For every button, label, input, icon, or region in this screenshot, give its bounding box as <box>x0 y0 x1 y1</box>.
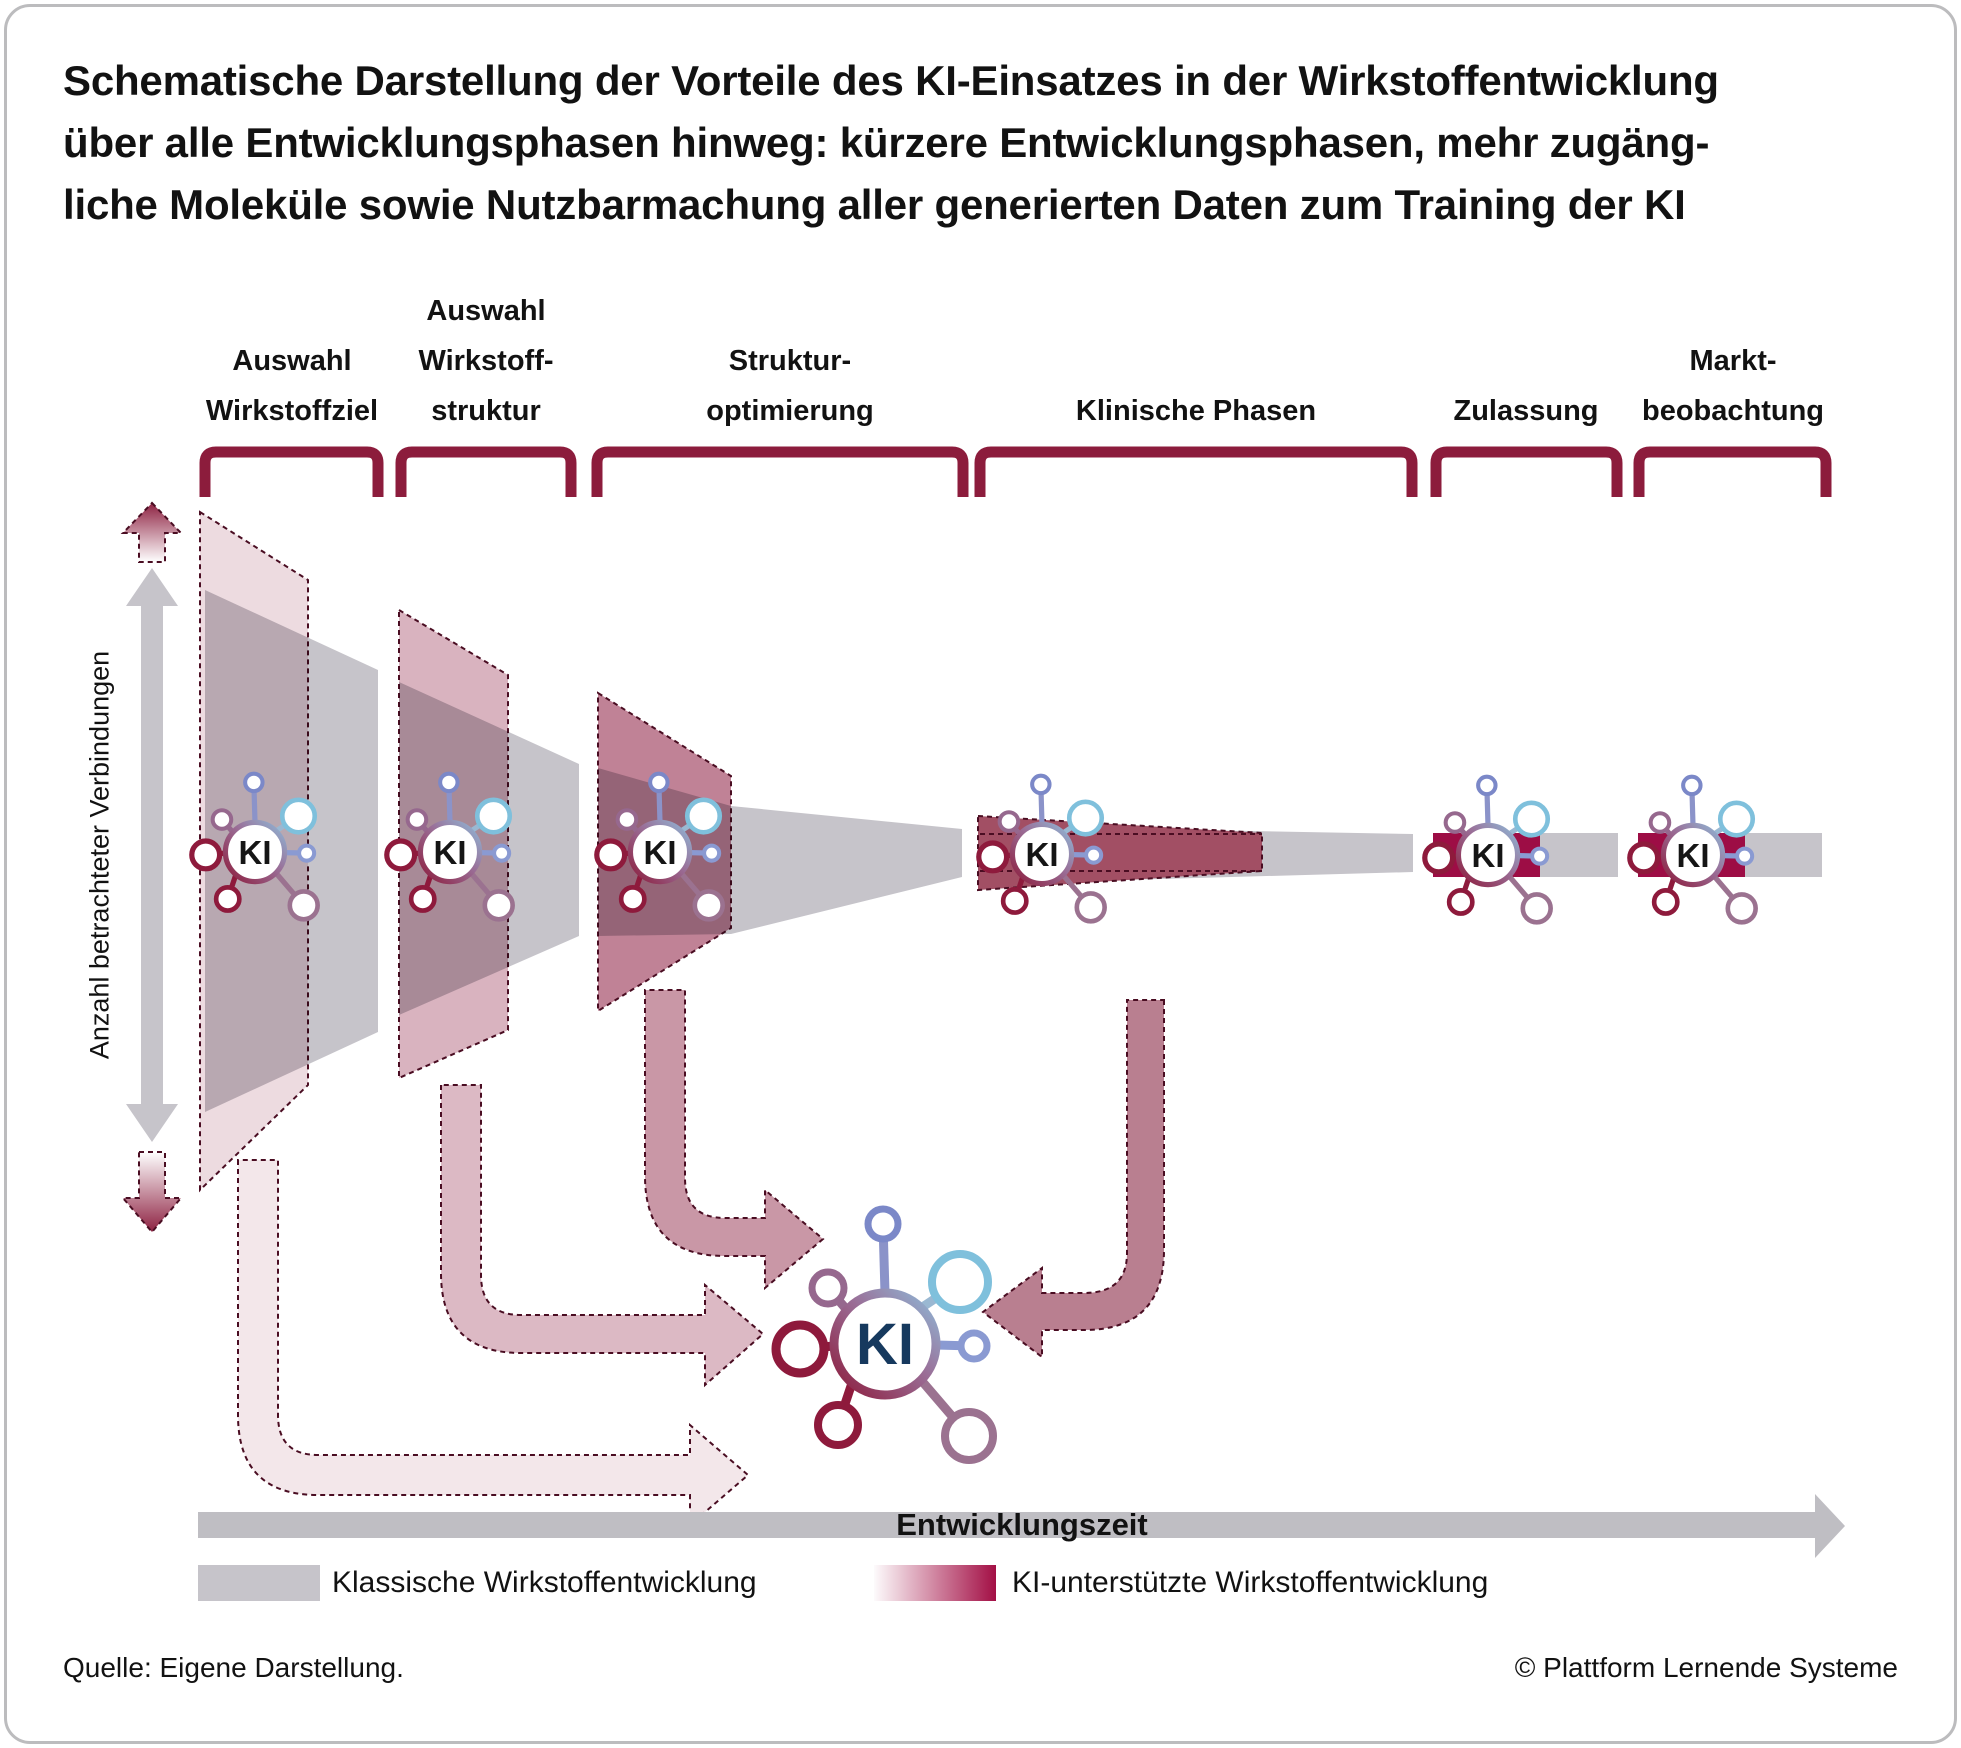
central-ki-text: KI <box>856 1312 914 1377</box>
phase-label-zulassung: Zulassung <box>1453 395 1599 427</box>
phase-brackets <box>199 446 1832 497</box>
arrow-stage1-to-ki <box>237 1159 750 1528</box>
legend-swatch-ai <box>874 1565 996 1601</box>
phase-label-wirkstoffstruktur: Auswahl Wirkstoff- struktur <box>418 295 554 427</box>
copyright-note: © Plattform Lernende Systeme <box>1514 1652 1898 1683</box>
legend-label-classic: Klassische Wirkstoffentwicklung <box>332 1566 757 1599</box>
page-title: Schematische Darstellung der Vorteile de… <box>63 50 1913 236</box>
y-axis-label: Anzahl betrachteter Verbindungen <box>84 650 115 1060</box>
ki-text: KI <box>1026 836 1059 873</box>
legend-swatch-classic <box>198 1565 320 1601</box>
title-line-2: über alle Entwicklungsphasen hinweg: kür… <box>63 119 1710 166</box>
phase-label-marktbeobachtung: Markt- beobachtung <box>1641 345 1825 427</box>
source-note: Quelle: Eigene Darstellung. <box>63 1652 404 1683</box>
ki-text: KI <box>239 834 272 871</box>
ki-text: KI <box>434 834 467 871</box>
central-ki-icon: KI <box>776 1209 993 1460</box>
phase-label-wirkstoffziel: Auswahl Wirkstoffziel <box>205 345 379 427</box>
axis-down-arrow <box>120 1151 184 1234</box>
title-line-3: liche Moleküle sowie Nutzbarmachung alle… <box>63 181 1686 228</box>
arrow-stage2-to-ki <box>440 1084 765 1388</box>
y-axis-arrows <box>120 501 184 1234</box>
axis-up-arrow <box>120 501 184 563</box>
ki-text: KI <box>1472 837 1505 874</box>
axis-double-arrow <box>126 568 178 1142</box>
phase-label-klinische-phasen: Klinische Phasen <box>1075 395 1317 427</box>
timeline-arrow <box>198 1494 1845 1558</box>
timeline-label: Entwicklungszeit <box>896 1507 1148 1542</box>
stage-ki-icons: KI KI KI KI KI KI <box>192 774 1756 923</box>
data-flow-arrows <box>237 989 1165 1528</box>
ki-text: KI <box>1677 837 1710 874</box>
legend-label-ai: KI-unterstützte Wirkstoffentwicklung <box>1012 1566 1489 1599</box>
title-line-1: Schematische Darstellung der Vorteile de… <box>63 57 1719 104</box>
ki-text: KI <box>644 834 677 871</box>
phase-label-strukturoptimierung: Struktur- optimierung <box>706 345 874 427</box>
arrow-stage3-to-ki <box>644 989 825 1291</box>
arrow-clinical-to-ki <box>981 999 1165 1360</box>
